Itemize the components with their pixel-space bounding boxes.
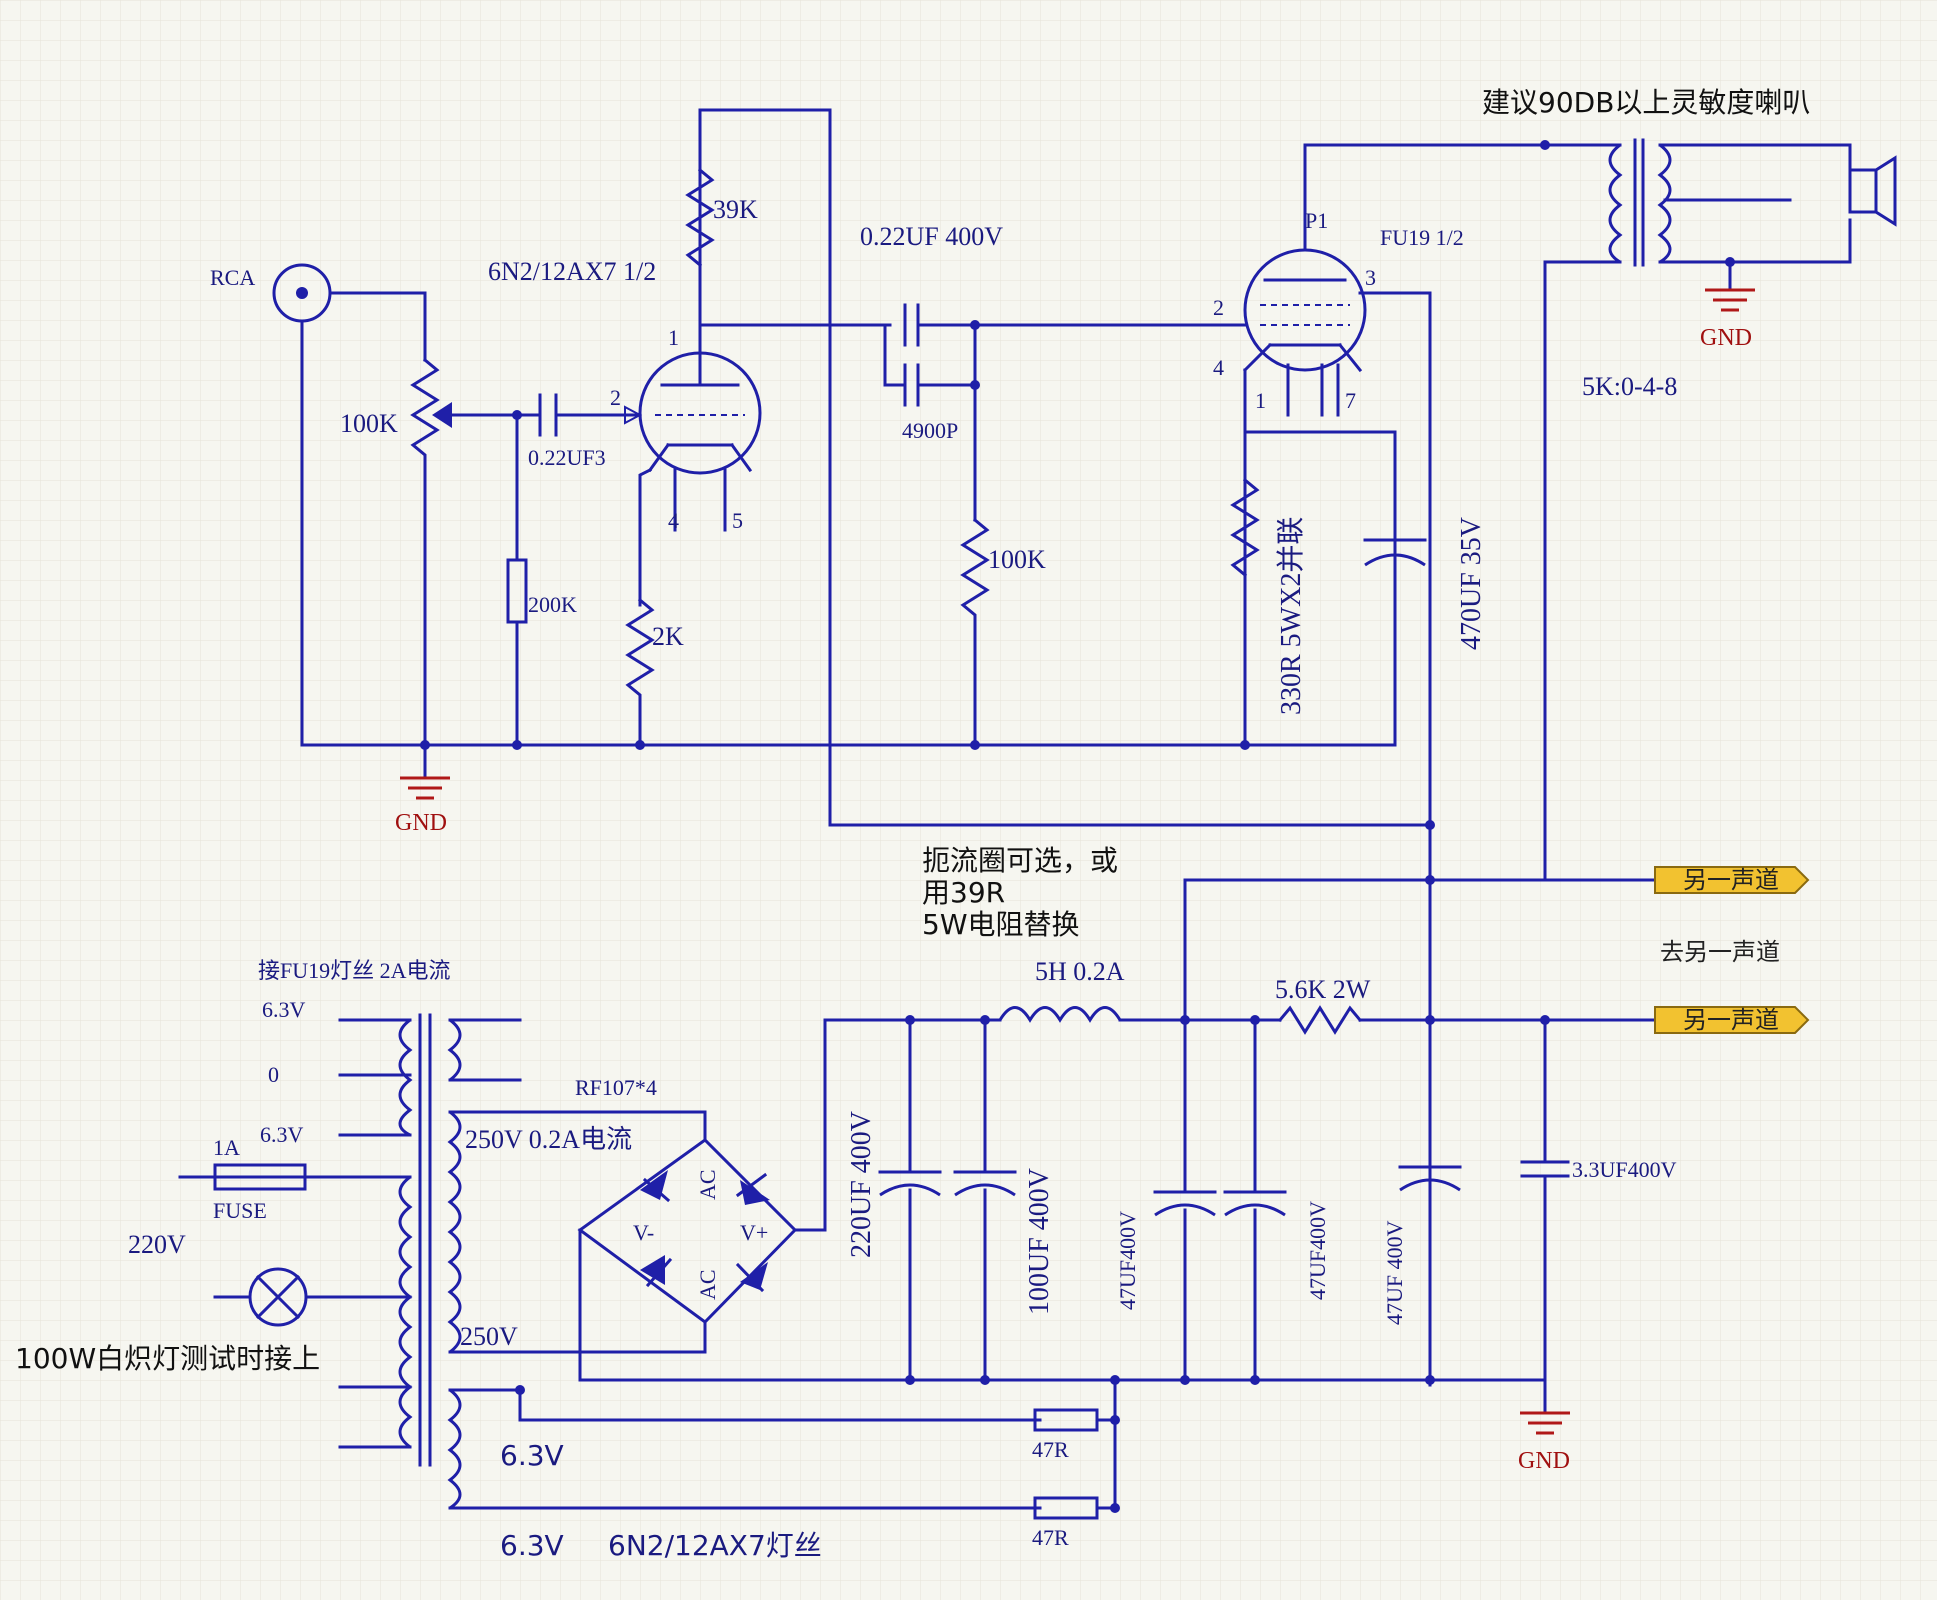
gnd-symbol-3 bbox=[1520, 1378, 1570, 1435]
c47c-label: 47UF 400V bbox=[1382, 1220, 1407, 1325]
speaker-note: 建议90DB以上灵敏度喇叭 bbox=[1482, 86, 1810, 119]
gnd-label-2: GND bbox=[1700, 325, 1752, 351]
v2-pin7: 7 bbox=[1345, 388, 1356, 413]
coupling bbox=[698, 303, 1197, 747]
r47b-label: 47R bbox=[1032, 1525, 1069, 1550]
port2-label: 另一声道 bbox=[1683, 1006, 1779, 1034]
r100k-label: 100K bbox=[988, 545, 1046, 574]
capacitor-100uf bbox=[953, 1018, 1017, 1382]
v1-pin4: 4 bbox=[668, 508, 679, 533]
port1-label: 另一声道 bbox=[1683, 866, 1779, 894]
c33-label: 3.3UF400V bbox=[1572, 1157, 1677, 1182]
v63a-label: 6.3V bbox=[262, 997, 306, 1022]
v250-label: 250V bbox=[460, 1322, 518, 1351]
hv-label: 250V 0.2A电流 bbox=[465, 1125, 632, 1154]
mains-label: 220V bbox=[128, 1230, 186, 1259]
resistor-100k bbox=[960, 517, 990, 747]
capacitor-3u3 bbox=[1520, 1018, 1570, 1382]
fuse-rating: 1A bbox=[213, 1135, 240, 1160]
choke-note-2: 用39R bbox=[922, 876, 1005, 909]
bridge-rectifier bbox=[577, 1138, 798, 1324]
resistor-330r bbox=[1230, 477, 1260, 578]
speaker-icon bbox=[1848, 155, 1897, 227]
lamp-note: 100W白炽灯测试时接上 bbox=[15, 1342, 320, 1375]
v2-pin2: 2 bbox=[1213, 295, 1224, 320]
fil-fu19-note: 接FU19灯丝 2A电流 bbox=[258, 958, 451, 983]
c47a-label: 47UF400V bbox=[1115, 1211, 1140, 1310]
v0-label: 0 bbox=[268, 1062, 279, 1087]
cin-label: 0.22UF3 bbox=[528, 445, 606, 470]
vplus-label: V+ bbox=[740, 1220, 768, 1245]
capacitor-47uf-b bbox=[1223, 1018, 1287, 1382]
rca-label: RCA bbox=[210, 265, 255, 290]
resistor-39k bbox=[685, 167, 715, 268]
pot-wiper-arrow bbox=[432, 402, 452, 428]
volume-pot bbox=[410, 357, 440, 747]
fuse-label: FUSE bbox=[213, 1198, 267, 1223]
c470-label: 470UF 35V bbox=[1456, 517, 1487, 650]
r39k-label: 39K bbox=[713, 195, 758, 224]
r330-label: 330R 5WX2并联 bbox=[1275, 517, 1307, 715]
c4900-label: 4900P bbox=[902, 418, 958, 443]
resistor-5k6 bbox=[1277, 1005, 1363, 1035]
fil2-label: 6.3V bbox=[500, 1529, 564, 1562]
c220-label: 220UF 400V bbox=[846, 1111, 877, 1258]
v2-pin3: 3 bbox=[1365, 265, 1376, 290]
pot-label: 100K bbox=[340, 409, 398, 438]
r2k-label: 2K bbox=[652, 622, 684, 651]
rf107-label: RF107*4 bbox=[575, 1075, 657, 1100]
power-supply bbox=[178, 878, 1657, 1520]
choke-note-3: 5W电阻替换 bbox=[922, 908, 1080, 941]
c100-label: 100UF 400V bbox=[1024, 1168, 1055, 1315]
gnd-label-3: GND bbox=[1518, 1448, 1570, 1474]
v1-pin5: 5 bbox=[732, 508, 743, 533]
ac2-label: AC bbox=[695, 1269, 720, 1300]
v1-pin2: 2 bbox=[610, 385, 621, 410]
ccoup-label: 0.22UF 400V bbox=[860, 222, 1003, 251]
v1-label: 6N2/12AX7 1/2 bbox=[488, 257, 656, 286]
resistor-2k bbox=[625, 597, 655, 747]
ratio-label: 5K:0-4-8 bbox=[1582, 372, 1677, 401]
r56k-label: 5.6K 2W bbox=[1275, 975, 1371, 1004]
v2-label: FU19 1/2 bbox=[1380, 225, 1464, 250]
v2-pin1: 1 bbox=[1255, 388, 1266, 413]
capacitor-220uf bbox=[878, 1018, 942, 1382]
r47a-label: 47R bbox=[1032, 1437, 1069, 1462]
to-other-channel: 去另一声道 bbox=[1660, 938, 1780, 966]
fil1-label: 6.3V bbox=[500, 1439, 564, 1472]
r200k-label: 200K bbox=[528, 592, 577, 617]
lamp-icon bbox=[213, 1267, 342, 1327]
capacitor-470uf bbox=[1363, 430, 1427, 747]
port-other-channel-2: 另一声道 bbox=[1654, 1006, 1810, 1034]
gnd-label-1: GND bbox=[395, 810, 447, 836]
output-transformer bbox=[1543, 138, 1852, 882]
c47b-label: 47UF400V bbox=[1305, 1201, 1330, 1300]
v2-pin4: 4 bbox=[1213, 355, 1224, 380]
choke-note-1: 扼流圈可选，或 bbox=[922, 844, 1118, 877]
v63b-label: 6.3V bbox=[260, 1122, 304, 1147]
port-other-channel-1: 另一声道 bbox=[1654, 866, 1810, 894]
vminus-label: V- bbox=[633, 1220, 654, 1245]
gnd-symbol-1 bbox=[400, 743, 450, 800]
ac1-label: AC bbox=[695, 1169, 720, 1200]
capacitor-47uf-a bbox=[1153, 1018, 1217, 1382]
v1-pin1: 1 bbox=[668, 325, 679, 350]
capacitor-47uf-c bbox=[1398, 1018, 1462, 1382]
v2-p1: P1 bbox=[1305, 208, 1328, 233]
choke-label: 5H 0.2A bbox=[1035, 957, 1125, 986]
fil2-note: 6N2/12AX7灯丝 bbox=[608, 1529, 822, 1562]
choke-inductor bbox=[998, 1006, 1122, 1023]
